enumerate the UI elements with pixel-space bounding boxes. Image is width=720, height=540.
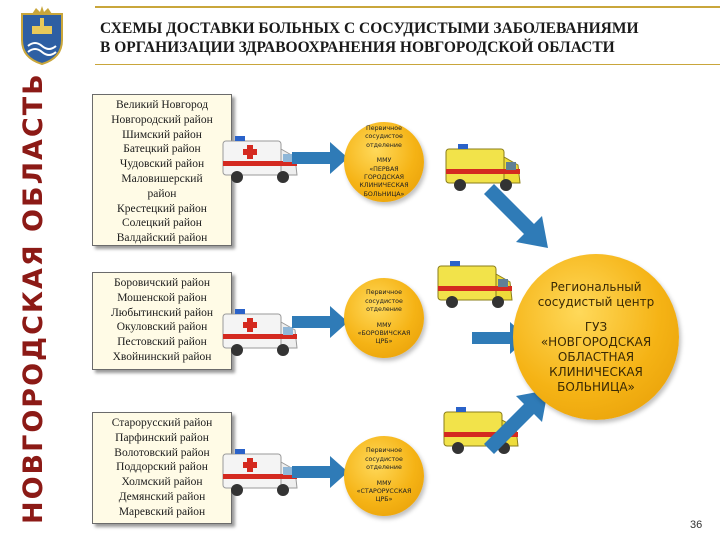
ambulance-icon [432, 252, 518, 318]
district-item: Мошенской район [95, 291, 229, 306]
department-label: отделение [366, 306, 402, 314]
district-item: Старорусский район [95, 416, 229, 431]
regional-center-label: БОЛЬНИЦА» [557, 380, 635, 395]
arrow-right-icon [290, 138, 350, 178]
department-label: ММУ [377, 480, 392, 488]
region-vertical-label: НОВГОРОДСКАЯ ОБЛАСТЬ [12, 94, 56, 524]
department-label: Первичное [366, 447, 402, 455]
district-item: Холмский район [95, 475, 229, 490]
title-line-1: СХЕМЫ ДОСТАВКИ БОЛЬНЫХ С СОСУДИСТЫМИ ЗАБ… [100, 19, 720, 38]
department-label: «СТАРОРУССКАЯ [357, 488, 412, 496]
districts-list-group-3: Старорусский район Парфинский район Воло… [92, 412, 232, 524]
regional-center-label: КЛИНИЧЕСКАЯ [549, 365, 643, 380]
department-label: ЦРБ» [376, 338, 393, 346]
regional-center-circle: Региональный сосудистый центр ГУЗ «НОВГО… [513, 254, 679, 420]
department-circle-1: Первичное сосудистое отделение ММУ «ПЕРВ… [344, 122, 424, 202]
coat-of-arms-icon [18, 6, 66, 66]
department-label: «ПЕРВАЯ [369, 166, 398, 174]
department-label: КЛИНИЧЕСКАЯ [359, 182, 408, 190]
district-item: Чудовский район [95, 157, 229, 172]
district-item: Новгородский район [95, 113, 229, 128]
department-label: отделение [366, 464, 402, 472]
department-label: сосудистое [365, 456, 403, 464]
arrow-right-icon [290, 302, 350, 342]
department-label: БОЛЬНИЦА» [364, 191, 405, 199]
district-item: район [95, 187, 229, 202]
department-circle-2: Первичное сосудистое отделение ММУ «БОРО… [344, 278, 424, 358]
districts-list-group-1: Великий Новгород Новгородский район Шимс… [92, 94, 232, 246]
department-label: ГОРОДСКАЯ [364, 174, 404, 182]
department-label: Первичное [366, 289, 402, 297]
district-item: Солецкий район [95, 216, 229, 231]
department-label: ЦРБ» [376, 496, 393, 504]
regional-center-label: сосудистый центр [538, 295, 654, 310]
arrow-diagonal-down-icon [478, 178, 558, 258]
department-label: отделение [366, 142, 402, 150]
title-line-2: В ОРГАНИЗАЦИИ ЗДРАВООХРАНЕНИЯ НОВГОРОДСК… [100, 38, 720, 57]
header-divider [95, 64, 720, 65]
district-item: Шимский район [95, 128, 229, 143]
district-item: Пестовский район [95, 335, 229, 350]
district-item: Окуловский район [95, 320, 229, 335]
department-label: ММУ [377, 322, 392, 330]
district-item: Боровичский район [95, 276, 229, 291]
districts-list-group-2: Боровичский район Мошенской район Любыти… [92, 272, 232, 370]
header-top-line [95, 6, 720, 8]
department-label: Первичное [366, 125, 402, 133]
district-item: Волотовский район [95, 446, 229, 461]
department-label: «БОРОВИЧСКАЯ [358, 330, 411, 338]
district-item: Поддорский район [95, 460, 229, 475]
department-label: ММУ [377, 157, 392, 165]
district-item: Маловишерский [95, 172, 229, 187]
page-number: 36 [690, 519, 702, 531]
district-item: Батецкий район [95, 142, 229, 157]
district-item: Хвойнинский район [95, 350, 229, 365]
page-title: СХЕМЫ ДОСТАВКИ БОЛЬНЫХ С СОСУДИСТЫМИ ЗАБ… [100, 19, 720, 57]
regional-center-label: Региональный [550, 280, 641, 295]
district-item: Маревский район [95, 505, 229, 520]
sidebar: НОВГОРОДСКАЯ ОБЛАСТЬ [0, 0, 78, 540]
district-item: Парфинский район [95, 431, 229, 446]
district-item: Валдайский район [95, 231, 229, 246]
regional-center-label: ОБЛАСТНАЯ [558, 350, 634, 365]
department-label: сосудистое [365, 133, 403, 141]
arrow-right-icon [290, 452, 350, 492]
regional-center-label: ГУЗ [585, 320, 607, 335]
district-item: Великий Новгород [95, 98, 229, 113]
district-item: Крестецкий район [95, 202, 229, 217]
district-item: Любытинский район [95, 306, 229, 321]
department-circle-3: Первичное сосудистое отделение ММУ «СТАР… [344, 436, 424, 516]
department-label: сосудистое [365, 298, 403, 306]
district-item: Демянский район [95, 490, 229, 505]
regional-center-label: «НОВГОРОДСКАЯ [541, 335, 651, 350]
